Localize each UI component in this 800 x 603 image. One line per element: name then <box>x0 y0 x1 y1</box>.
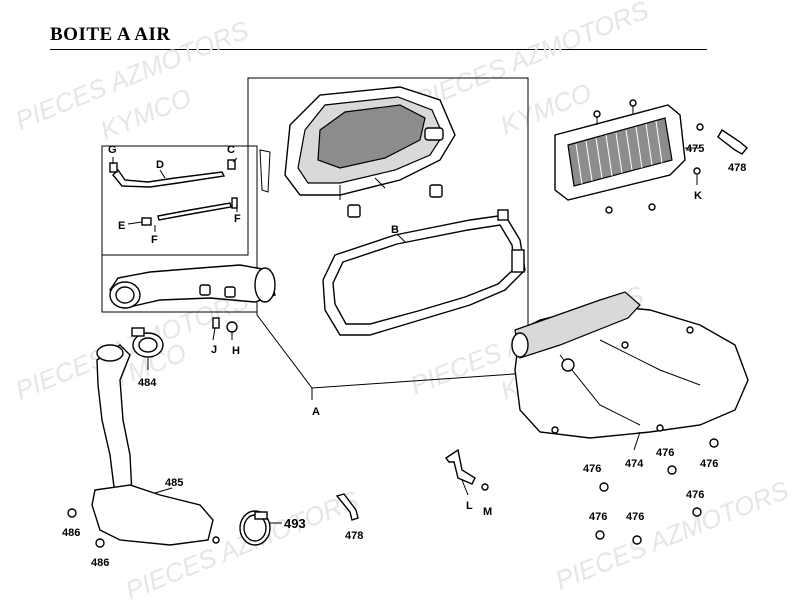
part-numbers: 474 475 476 476 476 476 476 476 478 478 … <box>62 143 746 569</box>
assembly-outline-A <box>101 77 529 400</box>
title-underline <box>50 49 707 50</box>
part-number-476: 476 <box>700 458 718 470</box>
air-box-upper-housing <box>259 86 456 218</box>
bolt-478-top <box>717 129 748 155</box>
clip-J-and-screw-H <box>212 317 238 338</box>
label-L: L <box>466 500 473 512</box>
part-number-478: 478 <box>345 530 363 542</box>
part-number-486: 486 <box>91 557 109 569</box>
part-number-485: 485 <box>165 477 183 489</box>
label-F: F <box>151 234 158 246</box>
part-number-486: 486 <box>62 527 80 539</box>
leader-lines <box>112 147 700 524</box>
label-H: H <box>232 345 240 357</box>
breather-hose-D <box>109 159 236 188</box>
part-number-476: 476 <box>656 447 674 459</box>
part-number-476: 476 <box>686 489 704 501</box>
part-number-476: 476 <box>583 463 601 475</box>
label-D: D <box>156 159 164 171</box>
hose-clamp-484 <box>131 327 164 358</box>
intake-duct <box>109 264 276 309</box>
part-number-475: 475 <box>686 143 704 155</box>
part-number-493: 493 <box>284 516 306 531</box>
part-number-476: 476 <box>626 511 644 523</box>
label-J: J <box>211 344 217 356</box>
part-number-474: 474 <box>625 458 644 470</box>
part-number-478: 478 <box>728 162 746 174</box>
air-box-cover-474 <box>511 291 749 439</box>
part-number-484: 484 <box>138 377 157 389</box>
label-G: G <box>108 144 117 156</box>
intake-duct-485 <box>91 344 220 546</box>
label-C: C <box>227 144 235 156</box>
diagram-title: BOITE A AIR <box>50 24 171 45</box>
part-number-476: 476 <box>589 511 607 523</box>
label-F: F <box>234 213 241 225</box>
label-E: E <box>118 220 125 232</box>
label-M: M <box>483 506 492 518</box>
bolt-478-bottom <box>335 493 359 521</box>
hose-clamp-493 <box>239 510 271 546</box>
breather-hose-F <box>141 197 238 226</box>
bracket-L <box>444 448 476 485</box>
label-K: K <box>694 190 702 202</box>
label-B: B <box>391 224 399 236</box>
screws <box>67 438 719 548</box>
watermark-text: PIECES AZMOTORS <box>551 474 793 595</box>
air-filter-element-475 <box>554 99 704 214</box>
reference-letters: A B C D E F F G H J K L M <box>108 144 702 518</box>
air-box-gasket <box>322 209 526 336</box>
screw-M <box>481 483 489 491</box>
label-A: A <box>312 406 320 418</box>
